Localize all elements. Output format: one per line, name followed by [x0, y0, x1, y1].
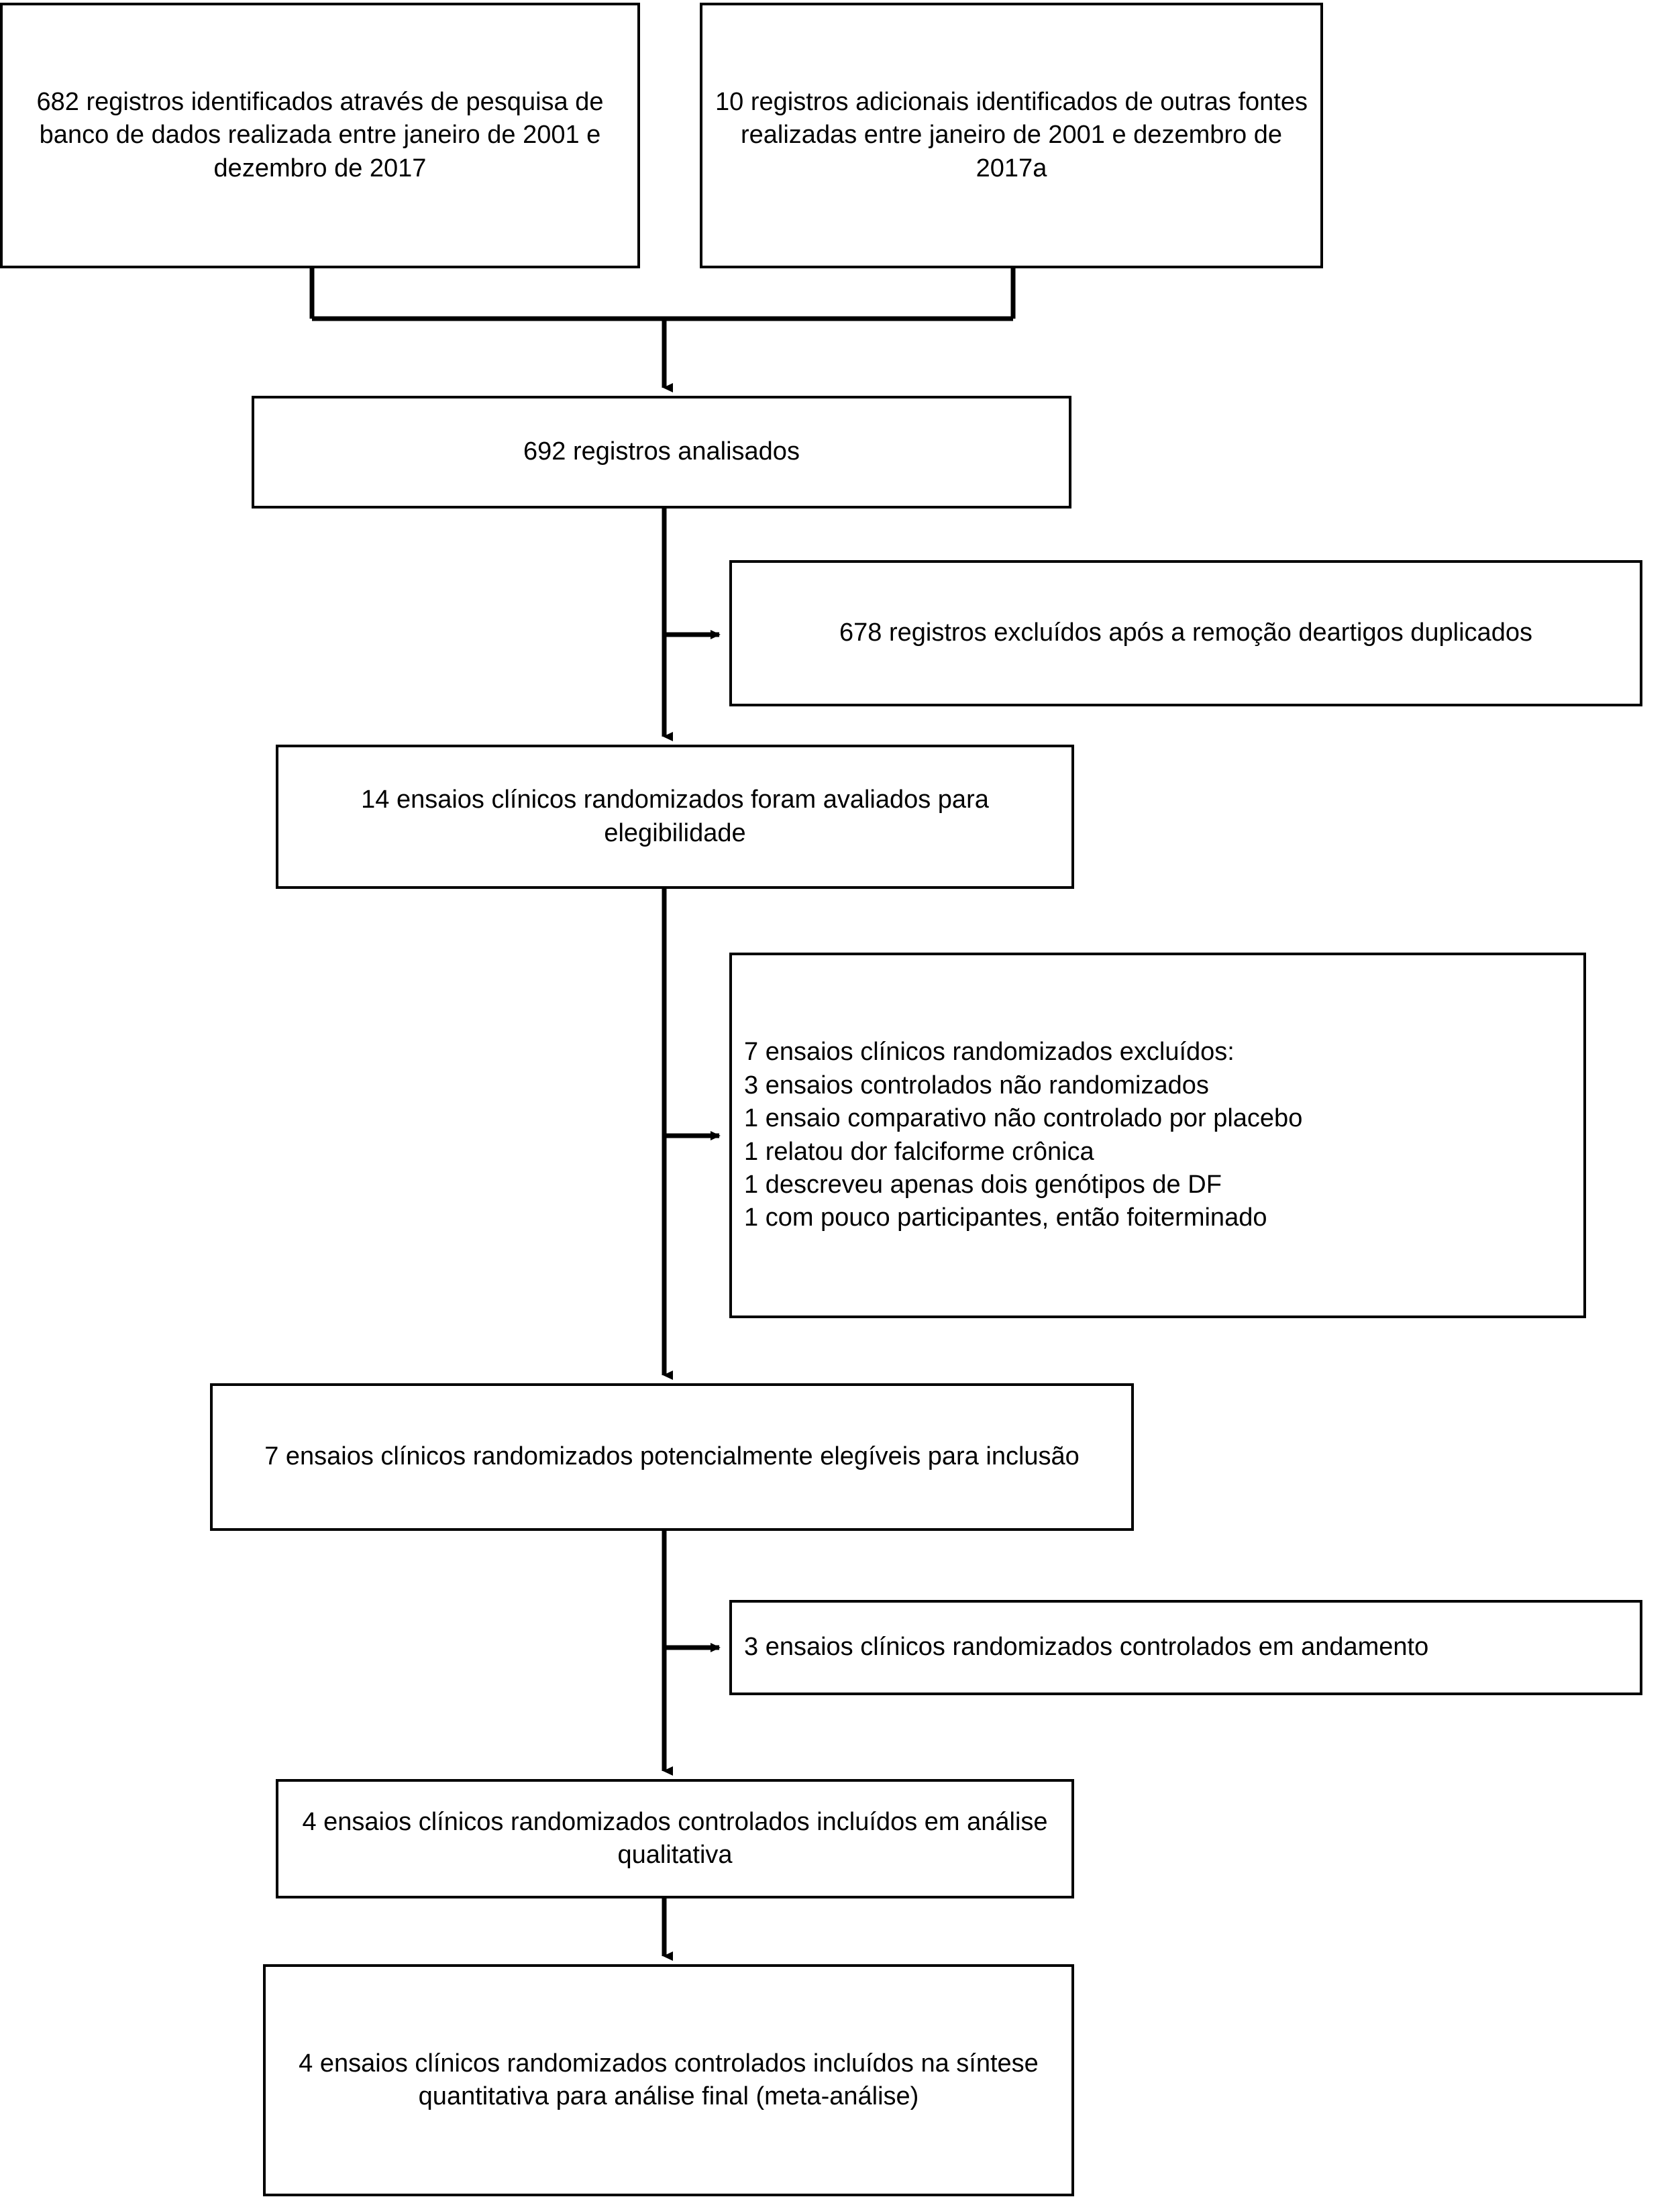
node-excluded-trials: 7 ensaios clínicos randomizados excluído…	[729, 953, 1586, 1318]
node-screened-records-label: 692 registros analisados	[523, 437, 800, 466]
node-database-records: 682 registros identificados através de p…	[0, 3, 640, 268]
node-excluded-trials-label: 7 ensaios clínicos randomizados excluído…	[744, 1038, 1303, 1232]
node-duplicates-excluded: 678 registros excluídos após a remoção d…	[729, 560, 1642, 706]
node-duplicates-excluded-label: 678 registros excluídos após a remoção d…	[839, 619, 1532, 647]
node-database-records-label: 682 registros identificados através de p…	[36, 87, 604, 182]
node-quantitative-included: 4 ensaios clínicos randomizados controla…	[263, 1964, 1074, 2196]
node-other-sources-records-label: 10 registros adicionais identificados de…	[715, 87, 1308, 182]
node-qualitative-included: 4 ensaios clínicos randomizados controla…	[276, 1779, 1074, 1898]
node-assessed-eligibility: 14 ensaios clínicos randomizados foram a…	[276, 745, 1074, 889]
node-quantitative-included-label: 4 ensaios clínicos randomizados controla…	[299, 2049, 1039, 2110]
node-potentially-eligible: 7 ensaios clínicos randomizados potencia…	[210, 1383, 1134, 1531]
node-screened-records: 692 registros analisados	[252, 396, 1071, 508]
node-qualitative-included-label: 4 ensaios clínicos randomizados controla…	[302, 1807, 1048, 1869]
node-ongoing-trials: 3 ensaios clínicos randomizados controla…	[729, 1600, 1642, 1695]
node-ongoing-trials-label: 3 ensaios clínicos randomizados controla…	[744, 1633, 1429, 1662]
node-assessed-eligibility-label: 14 ensaios clínicos randomizados foram a…	[361, 786, 989, 847]
node-other-sources-records: 10 registros adicionais identificados de…	[700, 3, 1323, 268]
node-potentially-eligible-label: 7 ensaios clínicos randomizados potencia…	[264, 1442, 1080, 1471]
